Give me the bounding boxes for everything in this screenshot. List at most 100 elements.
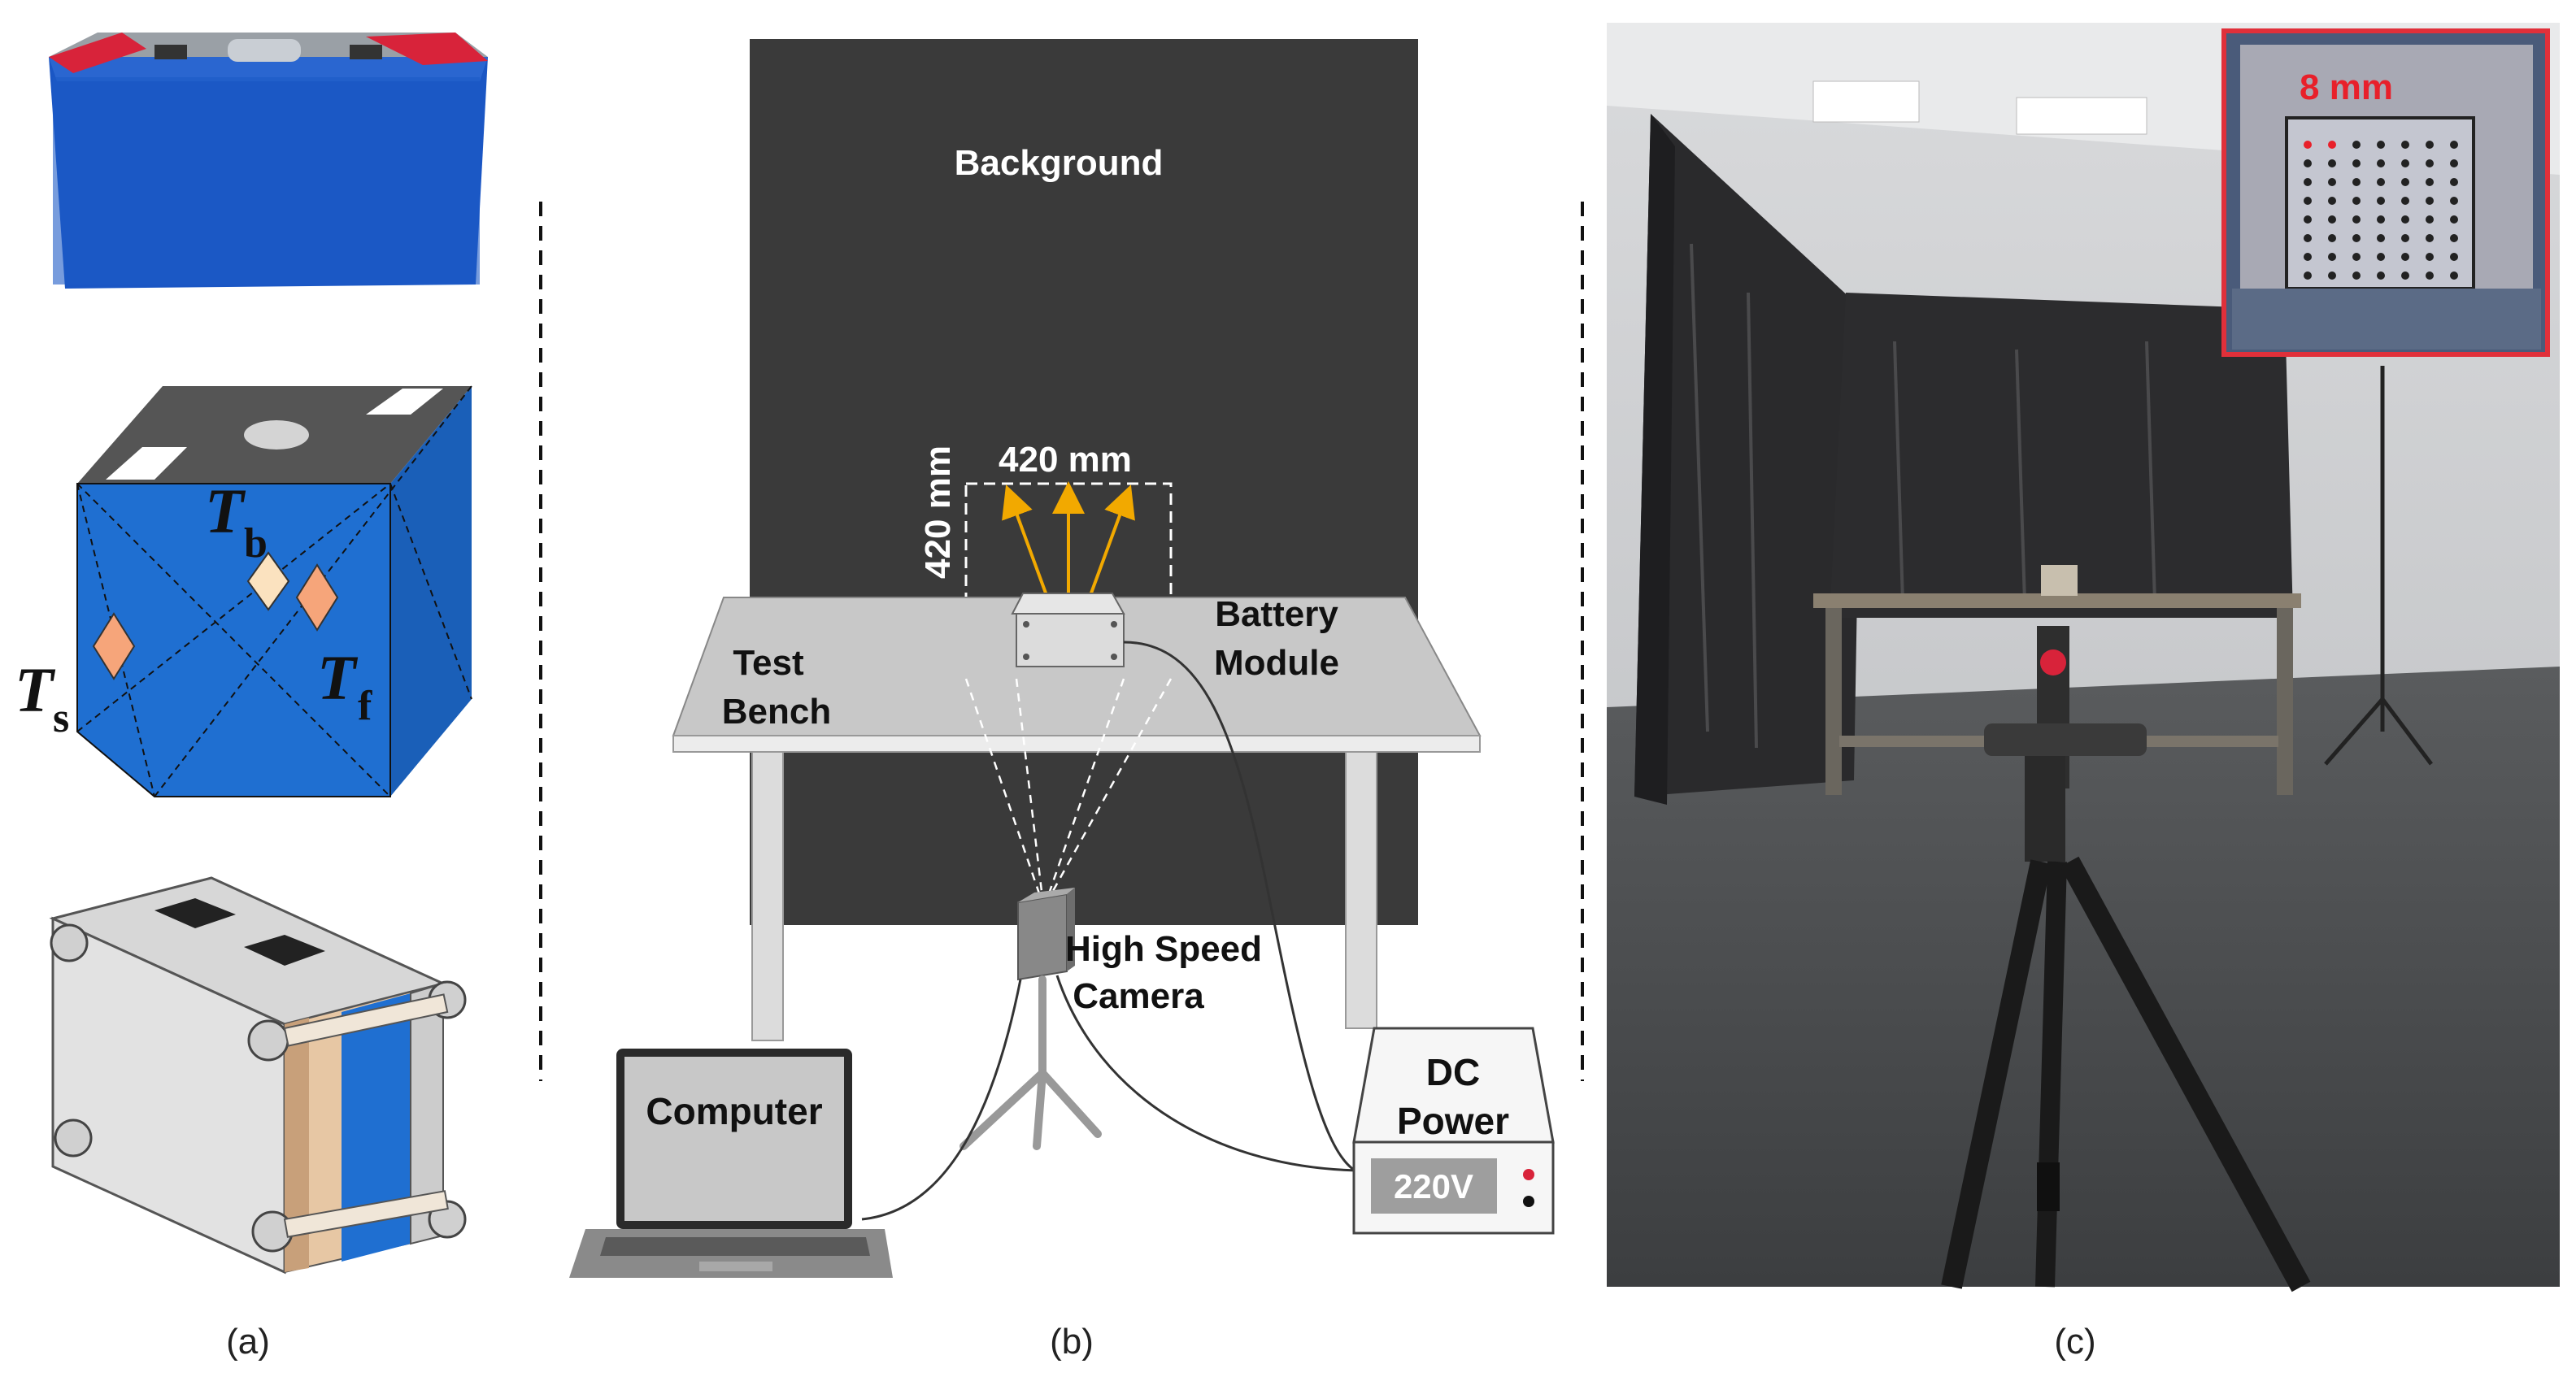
calibration-dot <box>2352 215 2361 224</box>
test-bench-label-1: Test <box>733 643 804 683</box>
tb-symbol: T <box>205 476 246 546</box>
computer-label: Computer <box>646 1090 822 1132</box>
calibration-dot <box>2401 215 2409 224</box>
bench-leg-right <box>1345 751 1377 1029</box>
ts-symbol: T <box>15 654 56 725</box>
background-label: Background <box>955 143 1164 183</box>
expansion-arrows <box>1002 481 1135 598</box>
calibration-dot <box>2426 253 2434 261</box>
tb-subscript: b <box>244 520 268 567</box>
caption-c: (c) <box>2054 1322 2095 1362</box>
camera-tripod <box>959 975 1102 1150</box>
calibration-dot <box>2304 159 2312 167</box>
calibration-dot <box>2426 197 2434 205</box>
calibration-dot <box>2304 197 2312 205</box>
calibration-dot <box>2377 215 2385 224</box>
calibration-dot <box>2377 271 2385 280</box>
calibration-dot <box>2377 197 2385 205</box>
calibration-dot-grid <box>2304 141 2458 280</box>
sensor-ts <box>92 612 136 680</box>
high-speed-camera <box>1017 888 1075 981</box>
camera-label-1: High Speed <box>1065 929 1262 969</box>
battery-module-label-2: Module <box>1214 643 1339 683</box>
calibration-dot <box>2352 271 2361 280</box>
calibration-dot <box>2328 253 2336 261</box>
calibration-dot <box>2352 253 2361 261</box>
panel-a: T b T s T f <box>15 33 488 1362</box>
power-label-1: DC <box>1426 1051 1480 1093</box>
calibration-dot <box>2304 253 2312 261</box>
calibration-dot <box>2401 271 2409 280</box>
calibration-dot <box>2328 215 2336 224</box>
caption-b: (b) <box>1050 1322 1094 1362</box>
camera-view-lines <box>964 678 1173 899</box>
sensor-tb <box>246 551 290 611</box>
inset-scale-label: 8 mm <box>2300 67 2393 107</box>
battery-cell-photo <box>49 33 488 289</box>
sensor-tf <box>295 563 339 632</box>
calibration-dot <box>2401 197 2409 205</box>
calibration-dot <box>2426 215 2434 224</box>
calibration-dot <box>2426 159 2434 167</box>
calibration-dot <box>2450 215 2458 224</box>
calibration-dot <box>2328 159 2336 167</box>
power-cable <box>1123 641 1367 1176</box>
tf-subscript: f <box>358 683 372 729</box>
camera-label-2: Camera <box>1073 976 1204 1016</box>
calibration-dot <box>2450 178 2458 186</box>
ts-subscript: s <box>53 695 69 741</box>
power-label-2: Power <box>1397 1100 1509 1142</box>
fov-width-label: 420 mm <box>999 440 1132 480</box>
camera-data-cable <box>861 979 1022 1221</box>
fov-height-label: 420 mm <box>918 445 958 579</box>
caption-a: (a) <box>226 1322 270 1362</box>
calibration-dot <box>2450 197 2458 205</box>
calibration-dot <box>2377 234 2385 242</box>
battery-module-label-1: Battery <box>1215 594 1338 634</box>
computer <box>569 1049 893 1278</box>
calibration-dot <box>2426 178 2434 186</box>
calibration-dot <box>2450 271 2458 280</box>
calibration-dot <box>2450 253 2458 261</box>
calibration-dot <box>2377 159 2385 167</box>
calibration-dot <box>2377 178 2385 186</box>
calibration-dot <box>2450 234 2458 242</box>
calibration-dot <box>2352 178 2361 186</box>
clamped-module-diagram <box>49 876 467 1275</box>
calibration-dot <box>2328 271 2336 280</box>
calibration-dot <box>2401 159 2409 167</box>
calibration-dot <box>2304 234 2312 242</box>
calibration-dot <box>2426 234 2434 242</box>
calibration-dot <box>2401 178 2409 186</box>
camera-power-cable <box>1055 975 1367 1172</box>
tf-symbol: T <box>317 642 359 713</box>
calibration-dot <box>2328 141 2336 149</box>
battery-cell-diagram <box>76 385 472 797</box>
test-bench-label-2: Bench <box>722 692 831 732</box>
bench-leg-left <box>751 751 784 1041</box>
calibration-dot <box>2401 253 2409 261</box>
dc-power-supply <box>1352 1027 1555 1235</box>
calibration-dot <box>2401 141 2409 149</box>
calibration-dot <box>2401 234 2409 242</box>
calibration-dot <box>2352 197 2361 205</box>
calibration-dot <box>2377 253 2385 261</box>
calibration-dot <box>2328 234 2336 242</box>
calibration-dot <box>2304 271 2312 280</box>
calibration-dot <box>2352 159 2361 167</box>
calibration-dot <box>2352 234 2361 242</box>
calibration-dot <box>2328 178 2336 186</box>
calibration-dot <box>2304 215 2312 224</box>
calibration-dot <box>2426 271 2434 280</box>
calibration-dot <box>2328 197 2336 205</box>
calibration-dot <box>2450 141 2458 149</box>
voltage-label: 220V <box>1394 1167 1473 1205</box>
calibration-dot <box>2304 178 2312 186</box>
calibration-dot <box>2304 141 2312 149</box>
calibration-dot <box>2450 159 2458 167</box>
calibration-dot <box>2352 141 2361 149</box>
panel-b: Background 420 mm 420 mm Battery Module … <box>569 39 1555 1362</box>
calibration-dot <box>2426 141 2434 149</box>
calibration-dot <box>2377 141 2385 149</box>
